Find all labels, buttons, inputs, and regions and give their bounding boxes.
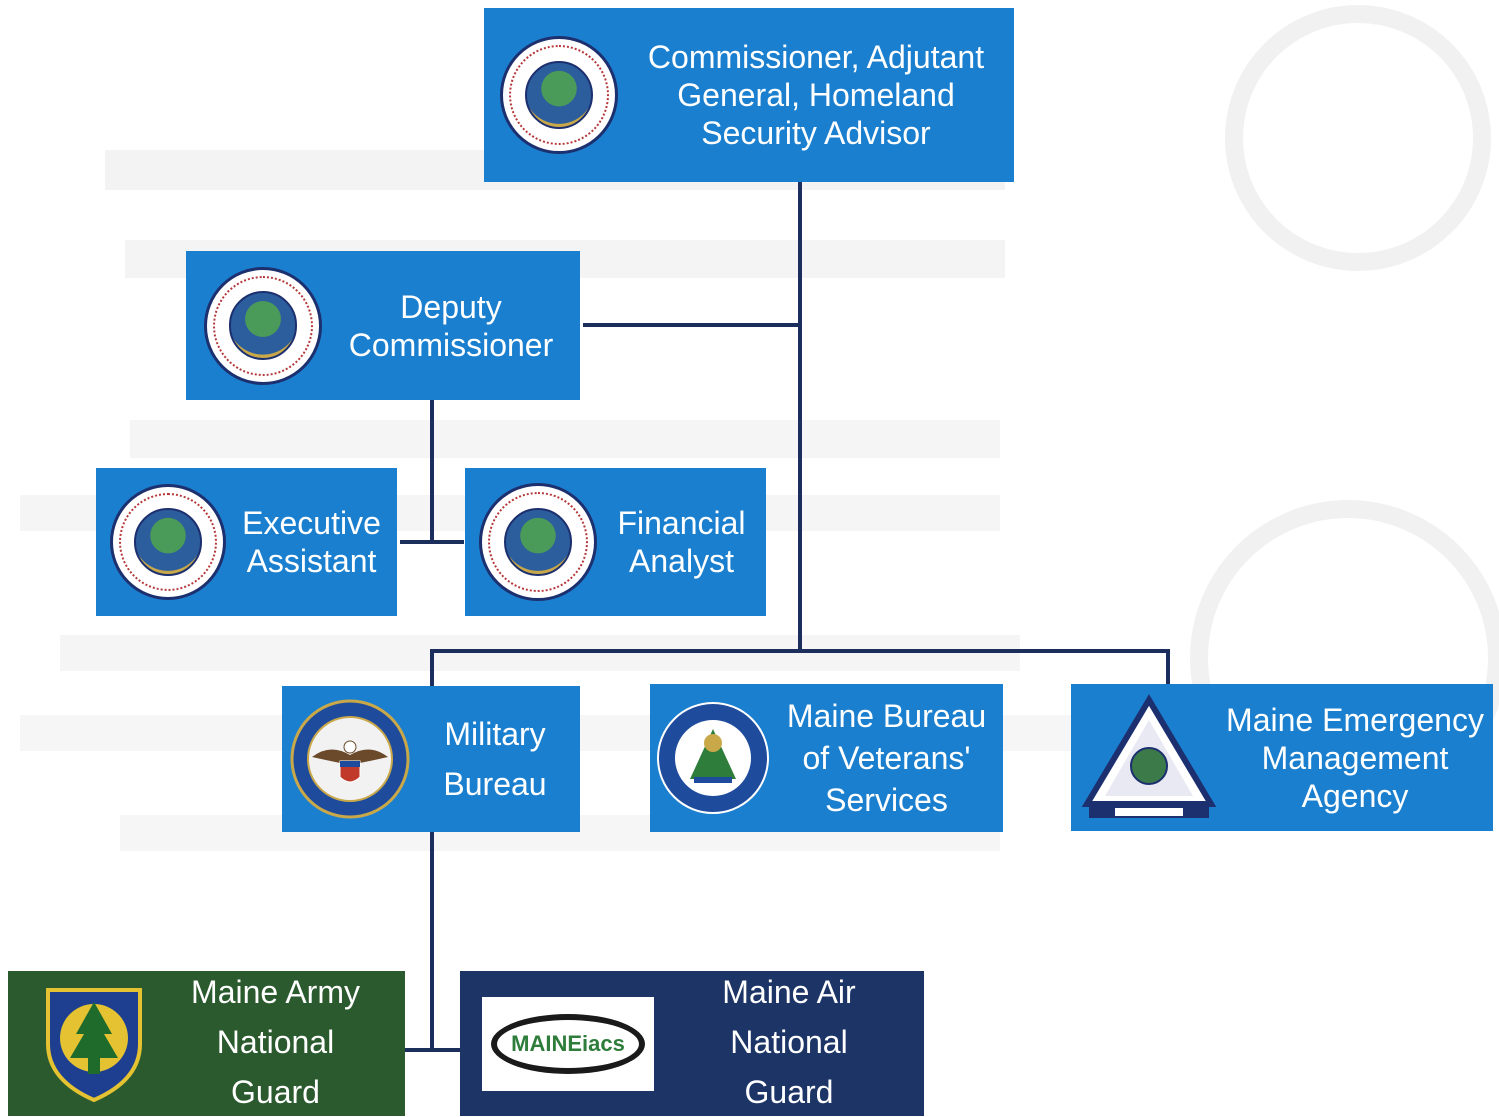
- army-guard-shield-icon: [42, 984, 146, 1104]
- maineiacs-logo-text: MAINEiacs: [511, 1030, 625, 1056]
- veterans-services-box: Maine Bureau of Veterans' Services: [650, 684, 1003, 832]
- deputy-commissioner-box: Deputy Commissioner: [186, 251, 580, 400]
- commissioner-box: Commissioner, Adjutant General, Homeland…: [484, 8, 1014, 182]
- financial-analyst-label: Financial Analyst: [617, 505, 746, 579]
- army-guard-box: Maine Army National Guard: [8, 971, 405, 1116]
- executive-assistant-label: Executive Assistant: [242, 505, 381, 579]
- deputy-commissioner-label: Deputy Commissioner: [348, 288, 554, 363]
- department-seal-icon: [204, 266, 322, 385]
- veterans-services-seal-icon: [656, 701, 770, 815]
- military-bureau-label: Military Bureau: [443, 716, 547, 802]
- financial-analyst-box: Financial Analyst: [465, 468, 766, 616]
- mema-box: Maine Emergency Management Agency: [1071, 684, 1493, 831]
- air-guard-box: MAINEiacs Maine Air National Guard: [460, 971, 924, 1116]
- army-guard-label: Maine Army National Guard: [191, 973, 360, 1110]
- air-guard-label: Maine Air National Guard: [722, 973, 856, 1110]
- commissioner-label: Commissioner, Adjutant General, Homeland…: [647, 39, 985, 151]
- executive-assistant-box: Executive Assistant: [96, 468, 397, 616]
- department-seal-icon: [500, 36, 618, 154]
- military-bureau-box: Military Bureau: [282, 686, 580, 832]
- department-of-defense-seal-icon: [290, 699, 410, 819]
- emergency-management-agency-logo-icon: [1081, 693, 1217, 822]
- department-seal-icon: [110, 484, 226, 600]
- maineiacs-logo-icon: MAINEiacs: [482, 996, 654, 1091]
- veterans-services-label: Maine Bureau of Veterans' Services: [786, 698, 987, 818]
- department-seal-icon: [479, 483, 597, 601]
- mema-label: Maine Emergency Management Agency: [1226, 701, 1484, 814]
